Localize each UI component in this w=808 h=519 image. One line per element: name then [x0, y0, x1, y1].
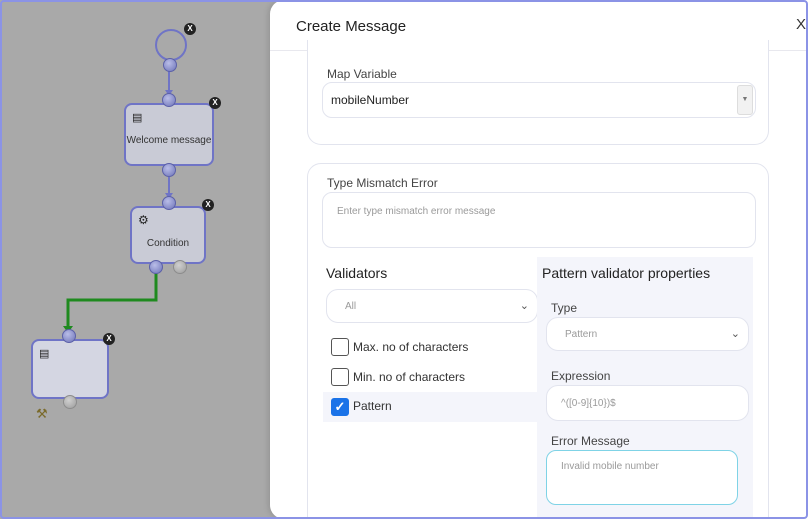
condition-true-port[interactable]	[149, 260, 163, 274]
expression-label: Expression	[551, 369, 611, 383]
map-variable-label: Map Variable	[327, 67, 397, 81]
condition-input-port[interactable]	[162, 196, 176, 210]
tools-icon[interactable]: ⚒	[36, 406, 48, 421]
validators-filter-value: All	[345, 301, 357, 312]
modal-title: Create Message	[296, 18, 407, 35]
pattern-row-highlight	[323, 392, 538, 422]
condition-node-label: Condition	[146, 238, 190, 249]
max-chars-label: Max. no of characters	[353, 340, 469, 354]
max-chars-checkbox[interactable]	[331, 338, 349, 356]
message-node[interactable]: ▤	[31, 339, 109, 399]
chevron-down-icon[interactable]: ▼	[737, 85, 753, 115]
validation-card: Type Mismatch Error Enter type mismatch …	[307, 163, 769, 519]
min-chars-checkbox[interactable]	[331, 368, 349, 386]
chat-icon: ▤	[39, 348, 50, 360]
map-variable-select[interactable]: mobileNumber ▼	[322, 82, 756, 118]
welcome-input-port[interactable]	[162, 93, 176, 107]
pattern-label: Pattern	[353, 399, 392, 413]
expression-input[interactable]: ^([0-9]{10})$	[546, 385, 749, 421]
validators-title: Validators	[326, 265, 388, 281]
start-loop-shape	[155, 29, 187, 61]
message-input-port[interactable]	[62, 329, 76, 343]
delete-message-node-icon[interactable]: X	[103, 333, 115, 345]
type-select[interactable]: Pattern ⌄	[546, 317, 749, 351]
pattern-checkbox[interactable]: ✓	[331, 398, 349, 416]
chevron-down-icon[interactable]: ⌄	[519, 300, 529, 312]
chevron-down-icon[interactable]: ⌄	[730, 328, 740, 340]
welcome-output-port[interactable]	[162, 163, 176, 177]
delete-condition-node-icon[interactable]: X	[202, 199, 214, 211]
type-mismatch-label: Type Mismatch Error	[327, 176, 438, 190]
condition-node[interactable]: ⚙ Condition	[130, 206, 206, 264]
edge-condition-message	[66, 273, 158, 330]
close-button[interactable]: X	[795, 16, 806, 33]
error-message-input[interactable]: Invalid mobile number	[546, 450, 738, 505]
type-mismatch-input[interactable]: Enter type mismatch error message	[322, 192, 756, 248]
type-label: Type	[551, 301, 578, 315]
delete-start-node-icon[interactable]: X	[184, 23, 196, 35]
delete-welcome-node-icon[interactable]: X	[209, 97, 221, 109]
pattern-properties-panel: Pattern validator properties Type Patter…	[537, 257, 753, 519]
min-chars-label: Min. no of characters	[353, 370, 466, 384]
type-mismatch-placeholder: Enter type mismatch error message	[337, 206, 496, 217]
welcome-node-label: Welcome message	[126, 135, 212, 146]
error-message-label: Error Message	[551, 434, 630, 448]
welcome-message-node[interactable]: ▤ Welcome message	[124, 103, 214, 166]
error-message-value: Invalid mobile number	[561, 461, 659, 472]
map-variable-card: Map Variable mobileNumber ▼	[307, 40, 769, 145]
create-message-modal: Create Message X Map Variable mobileNumb…	[270, 0, 808, 519]
start-node-port[interactable]	[163, 58, 177, 72]
message-output-port[interactable]	[63, 395, 77, 409]
condition-false-port[interactable]	[173, 260, 187, 274]
steering-wheel-icon: ⚙	[138, 213, 149, 227]
chat-icon: ▤	[132, 112, 143, 124]
validators-filter-select[interactable]: All ⌄	[326, 289, 538, 323]
expression-value: ^([0-9]{10})$	[561, 398, 616, 409]
pattern-properties-title: Pattern validator properties	[542, 265, 711, 281]
flow-canvas[interactable]: X ▤ Welcome message X ⚙ Condition X ▤ X …	[0, 0, 290, 519]
type-value: Pattern	[565, 329, 598, 340]
map-variable-value: mobileNumber	[331, 93, 410, 107]
